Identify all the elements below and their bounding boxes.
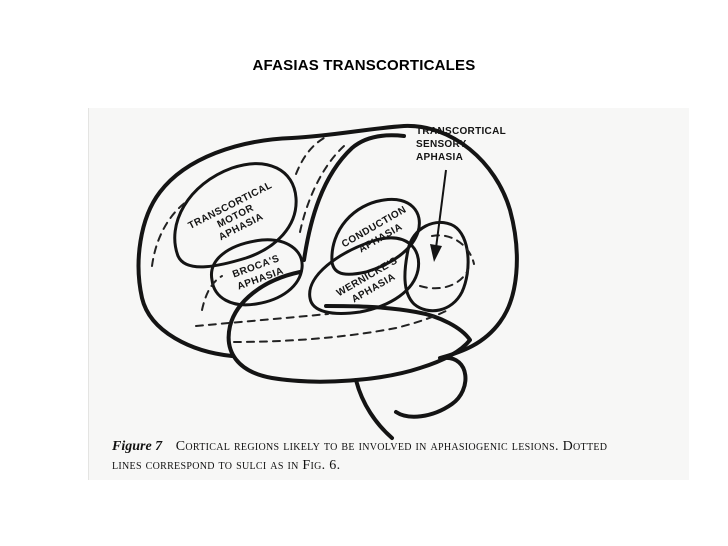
callout-label-line-2: SENSORY (416, 139, 467, 150)
sulcus-angular (419, 269, 469, 290)
callout-label-line-1: TRANSCORTICAL (416, 126, 506, 137)
sulcus-precentral (295, 137, 325, 175)
sulcus-frontal-upper (151, 201, 187, 267)
figure-scan-background (88, 108, 689, 480)
sulcus-sylvian (195, 313, 329, 327)
region-transcortical-motor (173, 162, 298, 269)
slide-title: AFASIAS TRANSCORTICALES (252, 57, 476, 74)
region-brocas (210, 238, 304, 307)
central-fold-outline (302, 133, 406, 262)
figure-caption-text-2: lines correspond to sulci as in Fig. 6. (112, 458, 341, 473)
figure-caption-line-2: lines correspond to sulci as in Fig. 6. (112, 456, 672, 475)
sulcus-frontal-lower (201, 275, 223, 311)
callout-arrow-line (435, 169, 447, 249)
brain-stem-outline (354, 378, 394, 440)
figure-caption: Figure 7 Cortical regions likely to be i… (112, 437, 672, 475)
region-transcortical-sensory (403, 220, 470, 313)
figure-caption-line-1: Figure 7 Cortical regions likely to be i… (112, 437, 672, 456)
brain-outline (136, 123, 519, 360)
temporal-lobe-outline (226, 270, 472, 384)
region-wernickes (308, 236, 421, 315)
callout-arrow-head (430, 244, 442, 262)
sulcus-temporal (233, 309, 449, 343)
figure-number: Figure 7 (112, 439, 163, 454)
cerebellum-outline (394, 355, 468, 419)
figure-caption-text-1: Cortical regions likely to be involved i… (175, 439, 608, 454)
callout-label-line-3: APHASIA (416, 152, 463, 163)
